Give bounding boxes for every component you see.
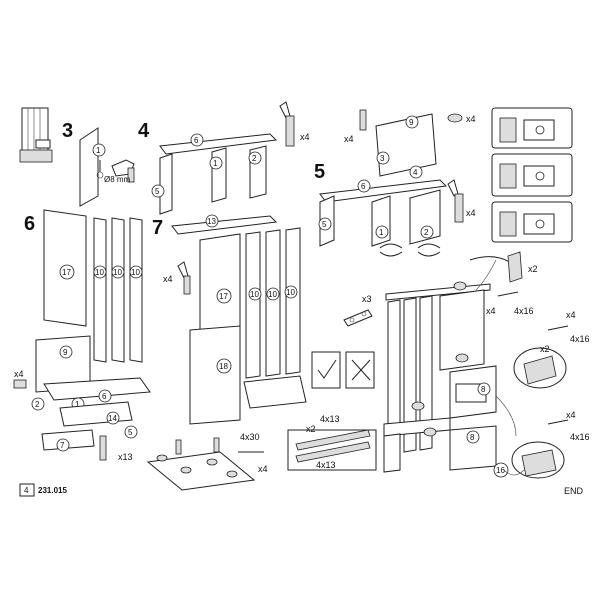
svg-text:5: 5	[155, 187, 160, 196]
hinge-detail-upper: x4 4x16 x2	[513, 310, 590, 389]
svg-text:4x13: 4x13	[320, 414, 340, 424]
svg-text:x4: x4	[344, 134, 354, 144]
svg-text:1: 1	[75, 400, 80, 409]
svg-text:x4: x4	[566, 310, 576, 320]
final-assembly: 8 8 16	[383, 281, 509, 478]
svg-text:18: 18	[219, 362, 228, 371]
svg-text:9: 9	[63, 348, 68, 357]
svg-text:10: 10	[131, 268, 140, 277]
svg-text:x4: x4	[258, 464, 268, 474]
svg-text:5: 5	[322, 220, 327, 229]
page-number: 4	[24, 486, 29, 495]
bracket-detail: x2 x4 4x16	[469, 251, 538, 316]
svg-text:1: 1	[213, 159, 218, 168]
part-1-label: 1	[96, 146, 101, 155]
svg-text:10: 10	[95, 268, 104, 277]
svg-text:x4: x4	[163, 274, 173, 284]
svg-text:x4: x4	[566, 410, 576, 420]
hook-detail: x3	[343, 294, 373, 327]
svg-text:3: 3	[380, 154, 385, 163]
svg-text:2: 2	[35, 400, 40, 409]
svg-text:4x16: 4x16	[570, 432, 590, 442]
svg-text:4x30: 4x30	[240, 432, 260, 442]
svg-text:17: 17	[62, 268, 71, 277]
step-7-assembly: 13 17 10 10 10 18 x4	[163, 214, 307, 425]
svg-text:x2: x2	[540, 344, 550, 354]
step-6-base-cabinet: 9 6 2 1 14 7 5 x4 x13	[13, 335, 151, 462]
step-7-number: 7	[152, 217, 163, 239]
detail-box-3	[491, 201, 573, 243]
svg-text:5: 5	[128, 428, 133, 437]
svg-text:x2: x2	[528, 264, 538, 274]
svg-text:x4: x4	[466, 208, 476, 218]
svg-text:10: 10	[268, 290, 277, 299]
drawer-rail-detail: 4x13 x2 4x13	[287, 414, 377, 471]
svg-text:1: 1	[379, 228, 384, 237]
svg-text:4x16: 4x16	[570, 334, 590, 344]
doc-code: 231.015	[38, 486, 67, 495]
step-3-panel: 1 Ø8 mm	[79, 127, 135, 207]
svg-text:x2: x2	[306, 424, 316, 434]
svg-text:4: 4	[413, 168, 418, 177]
svg-text:4x13: 4x13	[316, 460, 336, 470]
page-footer: 4 231.015	[19, 483, 67, 497]
svg-text:6: 6	[361, 182, 366, 191]
svg-text:17: 17	[219, 292, 228, 301]
svg-text:6: 6	[102, 392, 107, 401]
svg-text:10: 10	[286, 288, 295, 297]
end-label: END	[564, 486, 584, 496]
step-6-number: 6	[24, 213, 35, 235]
step-4-number: 4	[138, 120, 150, 142]
svg-text:6: 6	[194, 136, 199, 145]
step-4-qty: x4	[300, 132, 310, 142]
svg-text:x4: x4	[486, 306, 496, 316]
svg-text:x13: x13	[118, 452, 133, 462]
svg-text:9: 9	[409, 118, 414, 127]
rotate-arrow-icon	[379, 243, 403, 249]
svg-text:10: 10	[113, 268, 122, 277]
step-5-number: 5	[314, 161, 325, 183]
drill-size-label: Ø8 mm	[104, 175, 131, 184]
svg-text:13: 13	[207, 217, 216, 226]
step-5-assembly: 6 5 1 2 x4	[318, 179, 476, 257]
svg-text:4x16: 4x16	[514, 306, 534, 316]
svg-text:x3: x3	[362, 294, 372, 304]
cabinet-upper-detail: 9 3 4 x4 x4	[344, 109, 476, 179]
svg-text:x4: x4	[14, 369, 24, 379]
wrong-method-icon	[345, 351, 375, 389]
svg-text:16: 16	[496, 466, 505, 475]
svg-text:2: 2	[424, 228, 429, 237]
furniture-thumbnail	[19, 107, 53, 163]
hinge-detail-lower: x4 4x16	[511, 410, 590, 479]
step-3-number: 3	[62, 120, 73, 142]
svg-text:7: 7	[60, 441, 65, 450]
svg-text:10: 10	[250, 290, 259, 299]
svg-text:2: 2	[252, 154, 257, 163]
step-6-panels: 17 10 10 10	[43, 209, 143, 363]
bottom-panel-feet: 4x30 x4	[146, 432, 268, 491]
detail-box-2	[491, 153, 573, 197]
step-4-assembly: 6 5 1 2 x4	[151, 101, 310, 215]
svg-text:14: 14	[108, 414, 117, 423]
correct-method-icon	[311, 351, 341, 389]
svg-text:8: 8	[470, 433, 475, 442]
detail-box-1	[491, 107, 573, 149]
svg-text:8: 8	[481, 385, 486, 394]
svg-text:x4: x4	[466, 114, 476, 124]
rotate-arrow-icon	[417, 243, 441, 249]
